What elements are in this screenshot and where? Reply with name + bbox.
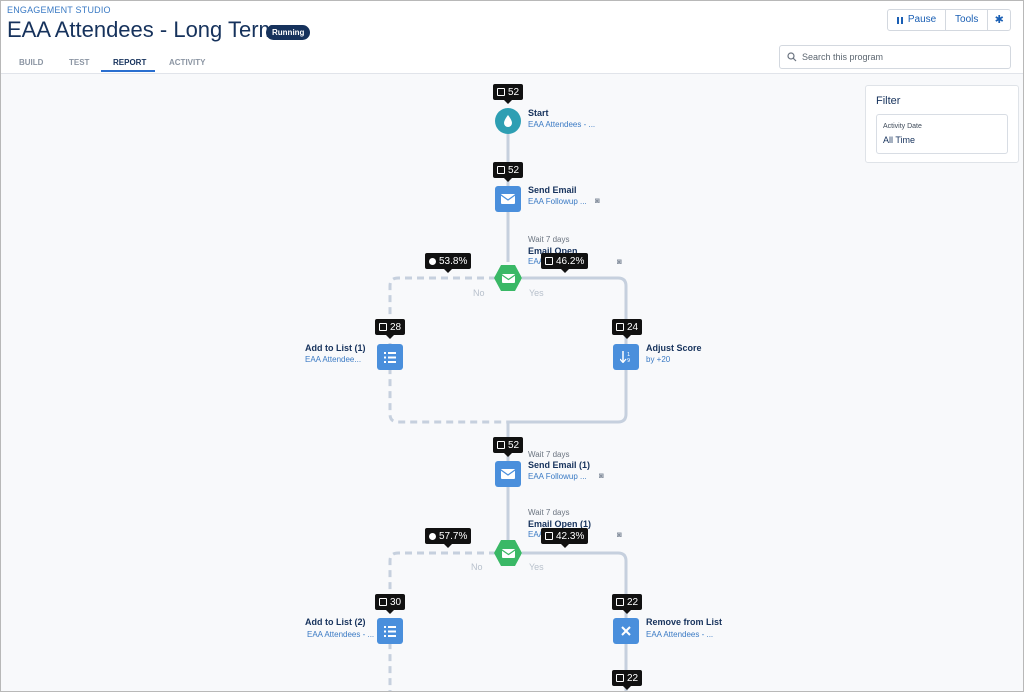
activity-date-filter[interactable]: Activity Date All Time (876, 114, 1008, 154)
tab-test[interactable]: TEST (69, 58, 90, 67)
filter-panel: Filter Activity Date All Time (865, 85, 1019, 163)
adjust-score-count-badge: 24 (612, 319, 643, 339)
pause-icon (896, 16, 903, 24)
adjust-score-sub[interactable]: by +20 (646, 355, 671, 364)
remove-from-list-label: Remove from List (646, 617, 723, 627)
send-email-count: 52 (508, 164, 520, 176)
search-input[interactable] (800, 48, 1004, 66)
start-node[interactable] (495, 108, 521, 134)
tab-report[interactable]: REPORT (113, 58, 147, 67)
page-title: EAA Attendees - Long Term (7, 17, 277, 42)
drop-icon (504, 115, 512, 127)
list-icon (384, 625, 396, 637)
add-to-list-2-count-badge: 30 (375, 594, 406, 614)
camera-icon[interactable]: ◙ (599, 471, 604, 480)
add-to-list-1-count: 28 (390, 321, 402, 333)
camera-icon[interactable]: ◙ (595, 196, 600, 205)
camera-icon[interactable]: ◙ (617, 257, 622, 266)
email-open-no-pct: 53.8% (439, 255, 468, 267)
email-open-1-wait: Wait 7 days (528, 508, 570, 517)
program-header: ENGAGEMENT STUDIO EAA Attendees - Long T… (1, 1, 1023, 74)
add-to-list-2-count: 30 (390, 596, 402, 608)
branch-no-label: No (473, 288, 485, 298)
adjust-score-label: Adjust Score (646, 343, 702, 353)
envelope-icon (501, 273, 515, 283)
remove-from-list-sub[interactable]: EAA Attendees - ... (646, 630, 714, 639)
add-to-list-2-node[interactable] (377, 618, 403, 644)
send-email-1-count: 52 (508, 439, 520, 451)
send-email-1-wait: Wait 7 days (528, 450, 570, 459)
add-to-list-2-label: Add to List (2) (305, 617, 366, 627)
gear-icon: ✱ (994, 14, 1004, 26)
program-actions: Pause Tools ✱ (887, 9, 1011, 31)
send-email-node[interactable] (495, 186, 521, 212)
adjust-score-count: 24 (627, 321, 639, 333)
email-open-1-no-badge: 57.7% (425, 528, 472, 548)
add-to-list-1-label: Add to List (1) (305, 343, 366, 353)
remove-from-list-count: 22 (627, 596, 639, 608)
start-count-badge: 52 (493, 84, 524, 104)
email-open-yes-pct: 46.2% (556, 255, 585, 267)
remove-from-list-count-badge: 22 (612, 594, 643, 614)
email-open-1-yes-pct: 42.3% (556, 530, 585, 542)
add-to-list-1-sub[interactable]: EAA Attendee... (305, 355, 362, 364)
next-step-count: 22 (627, 672, 639, 684)
email-open-yes-badge: 46.2% (541, 253, 589, 273)
send-email-sub[interactable]: EAA Followup ... (528, 197, 587, 206)
start-sub[interactable]: EAA Attendees - ... (528, 120, 596, 129)
branch-yes-label: Yes (529, 562, 544, 572)
branch-no-label: No (471, 562, 483, 572)
activity-date-label: Activity Date (883, 123, 922, 130)
send-email-label: Send Email (528, 185, 577, 195)
remove-from-list-node[interactable] (613, 618, 639, 644)
sort-numeric-icon: 19 (620, 351, 630, 363)
active-tab-indicator (101, 70, 155, 72)
tools-label: Tools (955, 14, 979, 25)
pause-label: Pause (907, 14, 937, 25)
next-step-count-badge: 22 (612, 670, 643, 690)
send-email-1-sub[interactable]: EAA Followup ... (528, 472, 587, 481)
email-open-1-no-pct: 57.7% (439, 530, 468, 542)
search-field[interactable] (779, 45, 1011, 69)
start-count: 52 (508, 86, 520, 98)
send-email-count-badge: 52 (493, 162, 524, 182)
close-icon (621, 626, 631, 636)
search-icon (787, 52, 797, 62)
send-email-1-label: Send Email (1) (528, 460, 591, 470)
email-open-no-badge: 53.8% (425, 253, 472, 273)
start-label: Start (528, 108, 549, 118)
svg-text:9: 9 (627, 358, 630, 363)
email-open-wait: Wait 7 days (528, 235, 570, 244)
envelope-icon (501, 194, 515, 204)
camera-icon[interactable]: ◙ (617, 530, 622, 539)
add-to-list-1-node[interactable] (377, 344, 403, 370)
email-open-label: Email Open (528, 246, 578, 256)
pause-button[interactable]: Pause (888, 10, 947, 30)
envelope-icon (501, 548, 515, 558)
send-email-1-node[interactable] (495, 461, 521, 487)
email-open-1-label: Email Open (1) (528, 519, 592, 529)
status-badge: Running (266, 25, 311, 40)
app-eyebrow: ENGAGEMENT STUDIO (7, 5, 111, 15)
svg-text:1: 1 (627, 352, 630, 358)
add-to-list-1-count-badge: 28 (375, 319, 406, 339)
add-to-list-2-sub[interactable]: EAA Attendees - ... (307, 630, 375, 639)
list-icon (384, 351, 396, 363)
tab-build[interactable]: BUILD (19, 58, 44, 67)
settings-button[interactable]: ✱ (988, 10, 1010, 30)
branch-yes-label: Yes (529, 288, 544, 298)
email-open-1-yes-badge: 42.3% (541, 528, 589, 548)
program-flow-canvas[interactable]: 52 Start EAA Attendees - ... 52 Send Ema… (1, 74, 1023, 691)
activity-date-value: All Time (883, 135, 916, 145)
send-email-1-count-badge: 52 (493, 437, 524, 457)
tab-activity[interactable]: ACTIVITY (169, 58, 206, 67)
envelope-icon (501, 469, 515, 479)
tools-button[interactable]: Tools (946, 10, 989, 30)
filter-title: Filter (876, 95, 901, 107)
